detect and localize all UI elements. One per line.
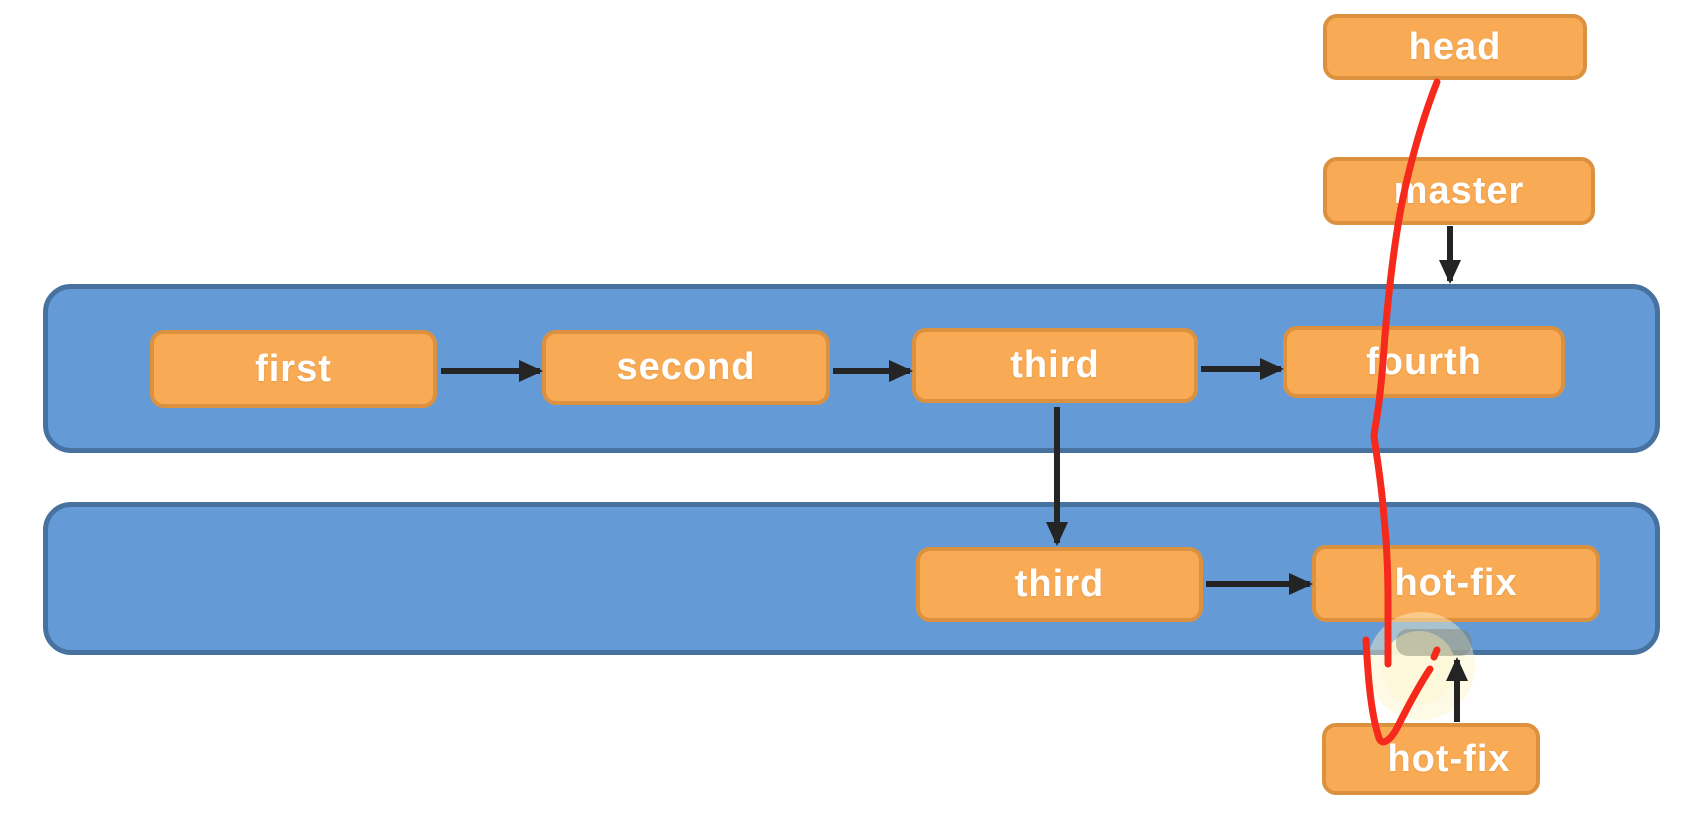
node-commit-third-master: third — [912, 328, 1198, 403]
node-commit-fourth: fourth — [1283, 326, 1565, 398]
node-commit-third-hotfix: third — [916, 547, 1203, 622]
node-head: head — [1323, 14, 1587, 80]
node-commit-second: second — [542, 330, 830, 405]
node-commit-hotfix: hot-fix — [1312, 545, 1600, 622]
node-commit-first: first — [150, 330, 437, 408]
node-master: master — [1323, 157, 1595, 225]
node-hotfix-branch-label: hot-fix — [1322, 723, 1540, 795]
